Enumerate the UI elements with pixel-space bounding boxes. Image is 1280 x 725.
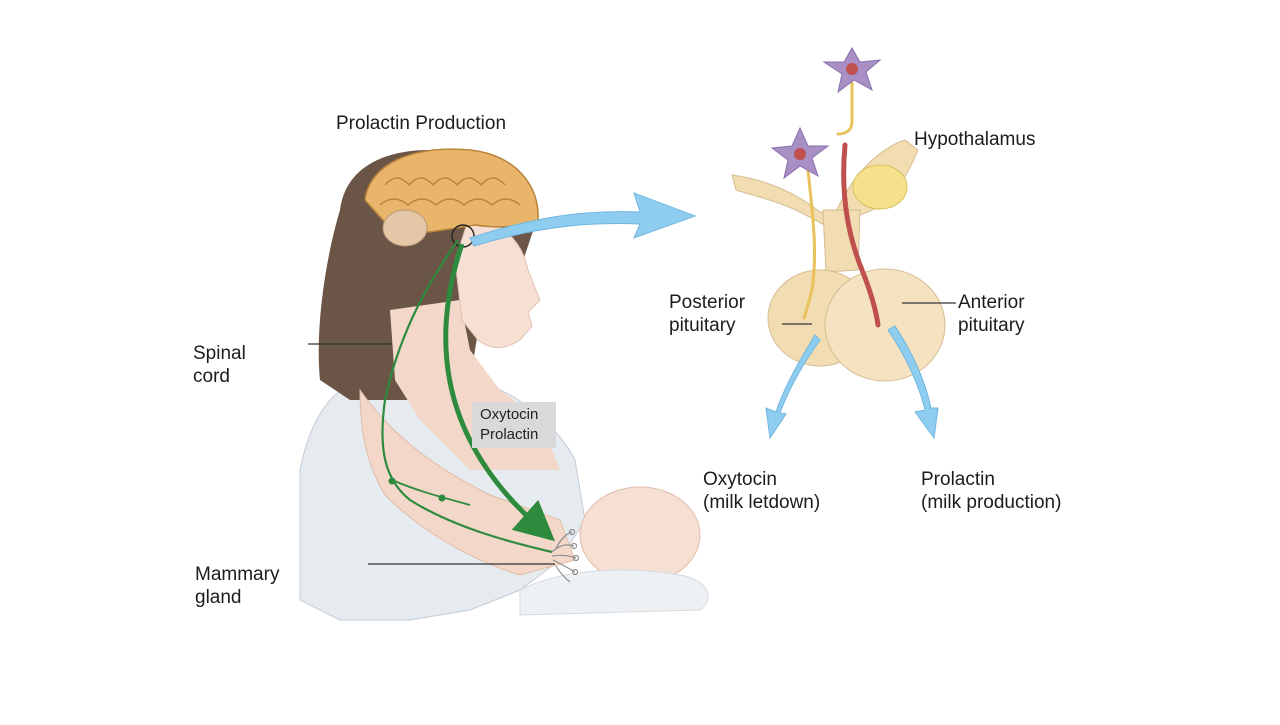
hormone-box: Oxytocin Prolactin — [472, 402, 556, 448]
oxytocin-output-line: (milk letdown) — [703, 491, 820, 514]
nerve-node — [389, 478, 396, 485]
cerebellum — [383, 210, 427, 246]
hypothalamus-nucleus — [853, 165, 907, 209]
mammary-gland-label: Mammary gland — [195, 563, 279, 609]
anterior-pituitary-label: Anterior pituitary — [958, 291, 1025, 337]
baby-head — [580, 487, 700, 583]
prolactin-output-line: (milk production) — [921, 491, 1061, 514]
hormone-box-line: Prolactin — [480, 425, 556, 445]
anterior-lobe — [825, 269, 945, 381]
anterior-pituitary-label-line: Anterior — [958, 291, 1025, 314]
posterior-pituitary-label-line: Posterior — [669, 291, 745, 314]
posterior-pituitary-label-line: pituitary — [669, 314, 745, 337]
spinal-cord-label: Spinal cord — [193, 342, 246, 388]
prolactin-output-line: Prolactin — [921, 468, 1061, 491]
hormone-box-line: Oxytocin — [480, 405, 556, 425]
posterior-pituitary-label: Posterior pituitary — [669, 291, 745, 337]
pituitary-detail — [732, 48, 956, 438]
spinal-cord-label-line: cord — [193, 365, 246, 388]
oxytocin-output-line: Oxytocin — [703, 468, 820, 491]
spinal-cord-label-line: Spinal — [193, 342, 246, 365]
oxytocin-output-label: Oxytocin (milk letdown) — [703, 468, 820, 514]
prolactin-output-label: Prolactin (milk production) — [921, 468, 1061, 514]
diagram-title: Prolactin Production — [336, 112, 506, 135]
neuron-cell — [772, 128, 828, 178]
hypothalamus-label: Hypothalamus — [914, 128, 1035, 151]
blanket — [520, 570, 708, 615]
nerve-node — [439, 495, 446, 502]
mammary-gland-label-line: Mammary — [195, 563, 279, 586]
anterior-pituitary-label-line: pituitary — [958, 314, 1025, 337]
mammary-gland-label-line: gland — [195, 586, 279, 609]
